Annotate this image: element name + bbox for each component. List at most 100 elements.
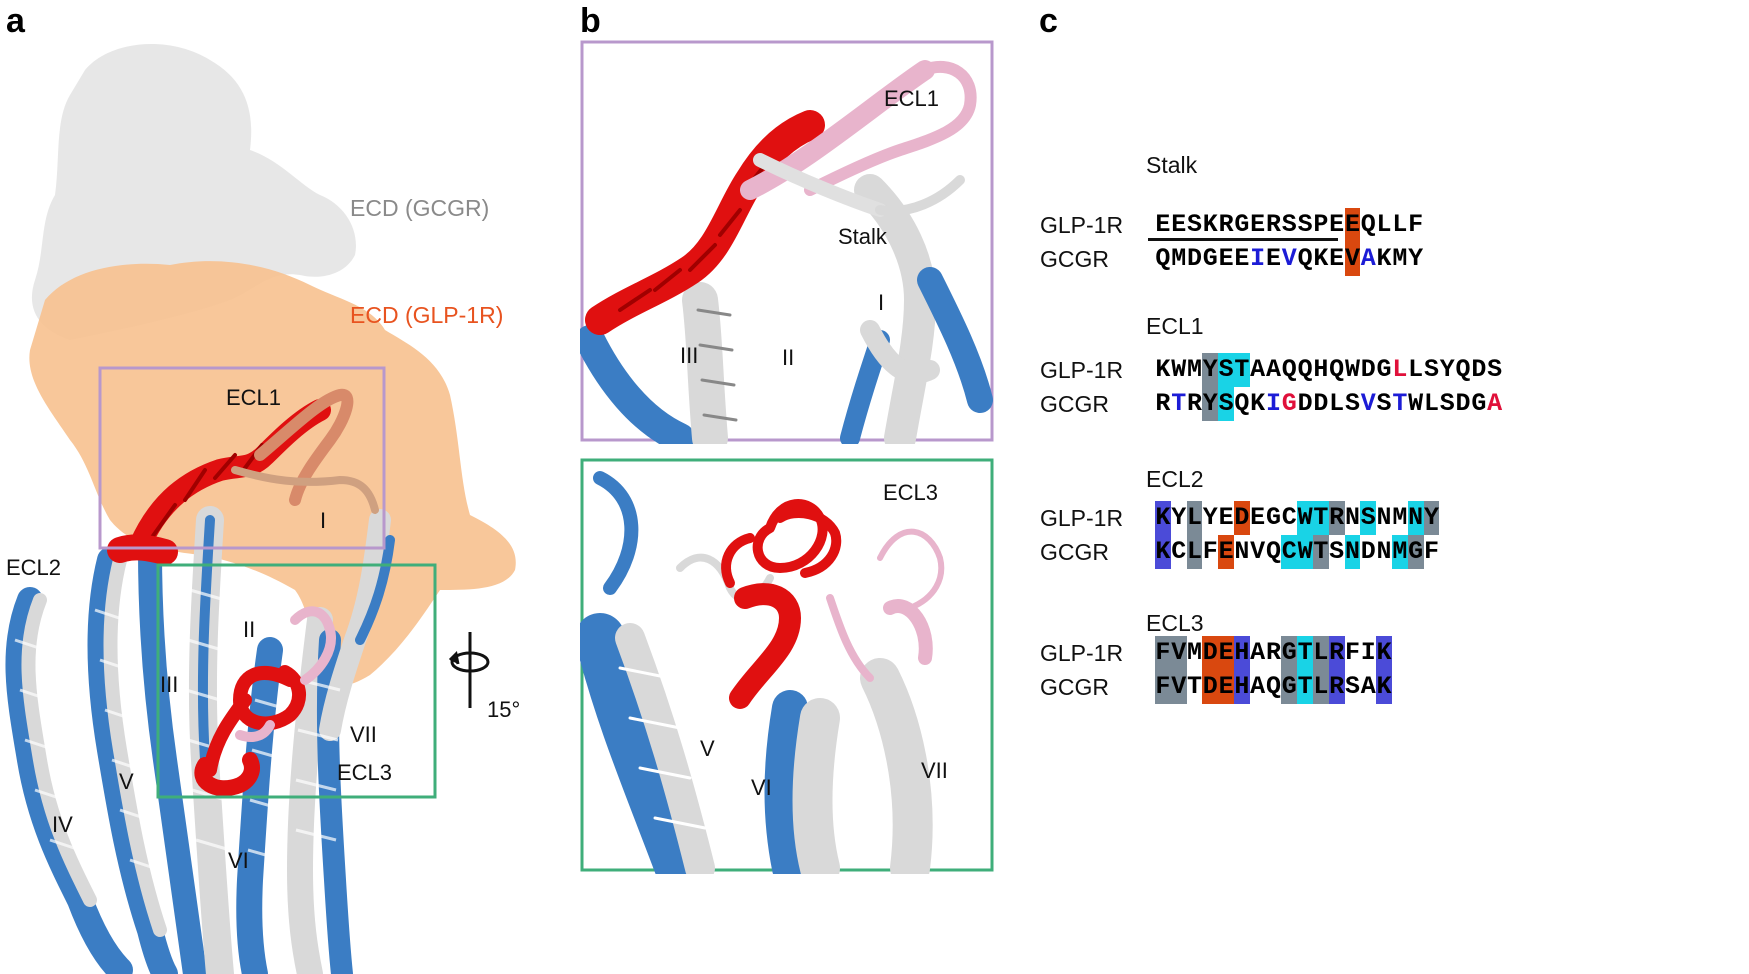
residue: K: [1155, 355, 1171, 384]
residue: E: [1329, 244, 1345, 273]
label-tm-vii: VII: [350, 722, 377, 747]
b-label-ecl3: ECL3: [883, 480, 939, 505]
residue: E: [1218, 535, 1234, 569]
residue: M: [1186, 638, 1202, 667]
residue: A: [1360, 672, 1376, 701]
seq-name: GCGR: [1040, 390, 1109, 417]
residue: L: [1423, 389, 1439, 418]
b-label-tm-iii: III: [680, 343, 699, 368]
residue: D: [1297, 389, 1313, 418]
residue: K: [1376, 636, 1392, 670]
label-rotation: 15°: [487, 697, 521, 722]
residue: P: [1313, 210, 1329, 239]
residue: Q: [1297, 355, 1313, 384]
residue: A: [1250, 638, 1266, 667]
residue: Q: [1297, 244, 1313, 273]
label-tm-iv: IV: [52, 812, 73, 837]
residue: W: [1297, 501, 1313, 535]
residue: T: [1312, 535, 1329, 569]
residue: W: [1344, 355, 1360, 384]
residue: A: [1250, 672, 1266, 701]
residue: K: [1376, 670, 1392, 704]
residue: T: [1392, 389, 1408, 418]
label-tm-iii: III: [160, 672, 179, 697]
residue: K: [1313, 244, 1329, 273]
residue: L: [1186, 501, 1203, 535]
residue: A: [1265, 355, 1281, 384]
residue: I: [1250, 244, 1266, 273]
residue: S: [1218, 353, 1234, 387]
label-tm-i: I: [320, 508, 327, 533]
residue: M: [1391, 535, 1408, 569]
residue: D: [1360, 537, 1376, 566]
residue: E: [1218, 636, 1234, 670]
residue: N: [1376, 503, 1392, 532]
residue: S: [1360, 501, 1377, 535]
residue: V: [1170, 670, 1187, 704]
residue: E: [1265, 244, 1281, 273]
residue: F: [1408, 210, 1424, 239]
residue: L: [1392, 355, 1408, 384]
residue: R: [1328, 636, 1345, 670]
residue: K: [1250, 389, 1266, 418]
seq-name: GCGR: [1040, 245, 1109, 272]
residue: S: [1439, 389, 1455, 418]
residue: Y: [1202, 503, 1218, 532]
residue: S: [1376, 389, 1392, 418]
b-label-ecl1: ECL1: [884, 86, 940, 111]
residue: T: [1186, 672, 1202, 701]
residue: N: [1344, 535, 1361, 569]
residue: L: [1392, 210, 1408, 239]
residue: Y: [1171, 503, 1187, 532]
block-title-ecl2: ECL2: [1146, 466, 1204, 492]
b-label-tm-i: I: [878, 290, 885, 315]
residue: M: [1392, 503, 1408, 532]
label-tm-vi: VI: [228, 848, 249, 873]
residue: A: [1487, 389, 1503, 418]
residue: G: [1407, 535, 1424, 569]
residue: S: [1281, 210, 1297, 239]
residue: S: [1423, 355, 1439, 384]
residue: T: [1297, 670, 1313, 704]
residue: K: [1376, 244, 1392, 273]
residue: V: [1170, 636, 1187, 670]
panel-a-letter: a: [6, 2, 25, 40]
residue: I: [1360, 638, 1376, 667]
panel-c-letter: c: [1039, 2, 1058, 40]
residue: D: [1202, 670, 1219, 704]
residue: L: [1186, 535, 1203, 569]
label-ecd-glp1r: ECD (GLP-1R): [350, 302, 504, 328]
b-label-tm-vii: VII: [921, 758, 948, 783]
residue: M: [1392, 244, 1408, 273]
residue: G: [1202, 244, 1218, 273]
residue: Q: [1265, 672, 1281, 701]
residue: F: [1202, 537, 1218, 566]
seq-name: GCGR: [1040, 538, 1109, 565]
residue: S: [1186, 210, 1202, 239]
residue: H: [1233, 670, 1250, 704]
residue: L: [1312, 636, 1329, 670]
residue: D: [1455, 389, 1471, 418]
residue: S: [1329, 537, 1345, 566]
residue: Q: [1329, 355, 1345, 384]
residue: E: [1171, 210, 1187, 239]
residue: Q: [1155, 244, 1171, 273]
residue: R: [1265, 638, 1281, 667]
residue: E: [1218, 670, 1234, 704]
ecl1-box: [98, 366, 386, 550]
residue: M: [1171, 244, 1187, 273]
seq-name: GLP-1R: [1040, 211, 1124, 238]
residue: V: [1250, 537, 1266, 566]
residue: N: [1344, 503, 1360, 532]
residue: G: [1265, 503, 1281, 532]
residue: T: [1312, 501, 1329, 535]
